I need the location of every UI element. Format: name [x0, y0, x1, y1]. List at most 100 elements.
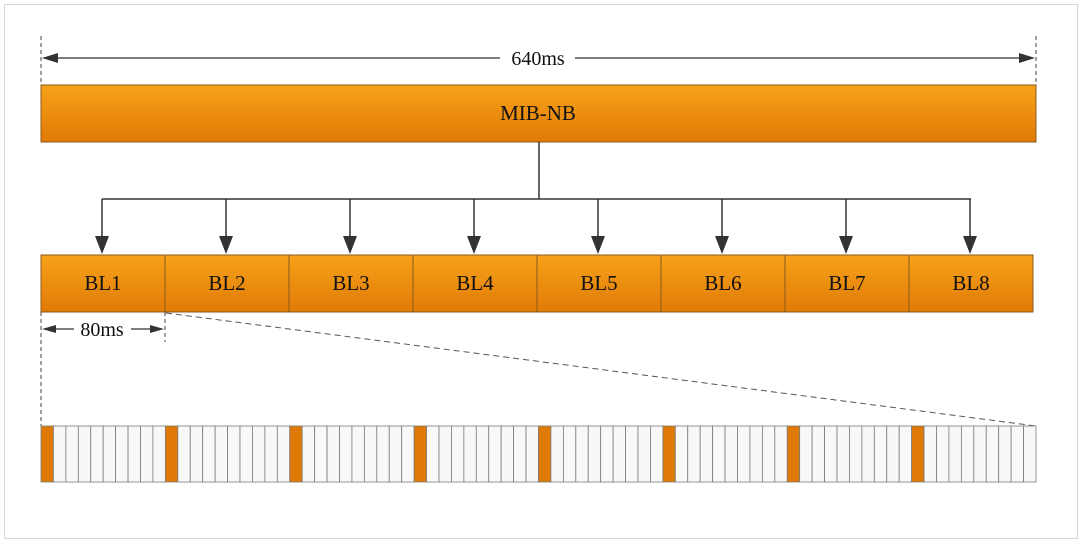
subframe — [314, 425, 328, 483]
subframe — [189, 425, 204, 483]
subframe — [227, 425, 241, 483]
block-left-arrowhead-icon — [42, 325, 56, 333]
subframe — [326, 425, 340, 483]
subframe — [1010, 425, 1024, 483]
subframe — [513, 425, 527, 483]
arrow-down-icon — [343, 236, 357, 254]
distribution-tree — [95, 142, 977, 254]
block-duration-label: 80ms — [80, 319, 124, 341]
subframe — [973, 425, 987, 483]
arrow-down-icon — [963, 236, 977, 254]
block-label: BL4 — [456, 271, 494, 295]
subframe — [65, 425, 79, 483]
mib-nb-label: MIB-NB — [500, 101, 576, 125]
subframe — [712, 425, 726, 483]
block-right-arrowhead-icon — [150, 325, 164, 333]
block-rect — [908, 254, 1034, 313]
subframe — [998, 425, 1012, 483]
subframe — [252, 425, 266, 483]
subframe — [401, 425, 415, 483]
subframe — [737, 425, 751, 483]
subframe — [562, 425, 577, 483]
subframe-mib — [164, 425, 179, 483]
subframe — [77, 425, 92, 483]
arrow-down-icon — [219, 236, 233, 254]
subframe — [849, 425, 863, 483]
zoom-projection-line — [165, 312, 1037, 427]
subframe — [948, 425, 962, 483]
subframe — [699, 425, 714, 483]
total-duration-dimension: 640ms — [40, 36, 1037, 84]
block-duration-dimension: 80ms — [40, 312, 166, 426]
subframe — [127, 425, 141, 483]
subframe — [239, 425, 253, 483]
block-rect — [784, 254, 910, 313]
subframe — [612, 425, 626, 483]
subframe — [836, 425, 850, 483]
subframe — [438, 425, 452, 483]
subframe — [824, 425, 838, 483]
right-arrowhead-icon — [1019, 53, 1035, 63]
left-arrowhead-icon — [42, 53, 58, 63]
subframe — [550, 425, 564, 483]
subframe — [724, 425, 738, 483]
subframe — [799, 425, 813, 483]
arrow-down-icon — [591, 236, 605, 254]
subframe — [500, 425, 515, 483]
subframe — [674, 425, 689, 483]
block-3: BL3 — [288, 254, 414, 313]
block-rect — [412, 254, 538, 313]
total-duration-label: 640ms — [511, 48, 565, 70]
subframe — [811, 425, 825, 483]
subframe — [451, 425, 465, 483]
block-rect — [40, 254, 166, 313]
subframe — [177, 425, 191, 483]
block-2: BL2 — [164, 254, 290, 313]
subframe — [774, 425, 788, 483]
subframe — [264, 425, 278, 483]
block-label: BL7 — [828, 271, 865, 295]
subframe — [761, 425, 776, 483]
subframe — [861, 425, 875, 483]
arrow-down-icon — [467, 236, 481, 254]
subframe — [140, 425, 154, 483]
subframe — [152, 425, 166, 483]
block-label: BL6 — [704, 271, 741, 295]
block-6: BL6 — [660, 254, 786, 313]
subframe — [115, 425, 129, 483]
subframe — [488, 425, 502, 483]
subframe — [53, 425, 67, 483]
subframe — [351, 425, 365, 483]
subframe — [426, 425, 440, 483]
subframe — [376, 425, 390, 483]
subframe — [102, 425, 117, 483]
block-7: BL7 — [784, 254, 910, 313]
subframe — [90, 425, 104, 483]
block-4: BL4 — [412, 254, 538, 313]
block-rect — [660, 254, 786, 313]
arrow-down-icon — [95, 236, 109, 254]
block-label: BL2 — [208, 271, 245, 295]
arrow-down-icon — [839, 236, 853, 254]
block-rect — [536, 254, 662, 313]
subframe — [1023, 425, 1037, 483]
subframe — [687, 425, 701, 483]
subframe — [898, 425, 913, 483]
subframe-mib — [538, 425, 552, 483]
subframe — [525, 425, 539, 483]
block-8: BL8 — [908, 254, 1034, 313]
subframe-mib — [786, 425, 801, 483]
subframe — [749, 425, 763, 483]
block-rect — [164, 254, 290, 313]
subframe — [637, 425, 651, 483]
arrow-down-icon — [715, 236, 729, 254]
subframe — [587, 425, 602, 483]
mib-nb-rect — [40, 84, 1037, 143]
subframe — [923, 425, 937, 483]
subframe — [363, 425, 378, 483]
subframe-strip — [40, 425, 1037, 483]
subframe-mib — [289, 425, 303, 483]
subframe — [960, 425, 975, 483]
